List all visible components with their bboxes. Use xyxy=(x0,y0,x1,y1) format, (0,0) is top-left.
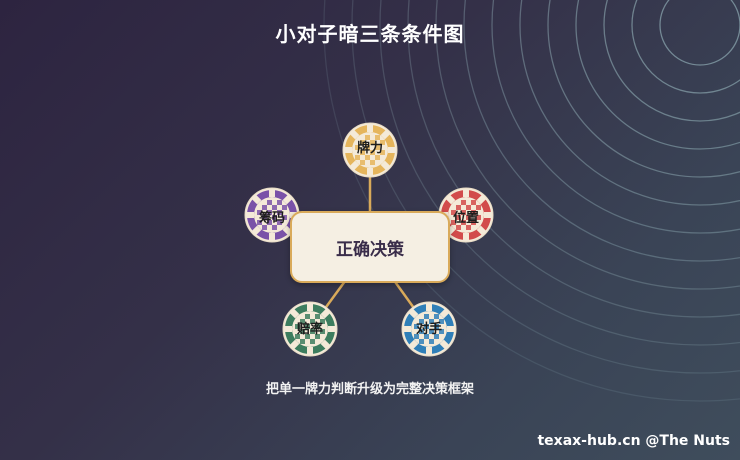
chip-label-chips: 筹码 xyxy=(258,211,285,226)
poker-chip-opponent xyxy=(401,301,457,357)
center-node-label: 正确决策 xyxy=(336,239,404,260)
background-ring xyxy=(491,0,740,234)
chip-label-odds: 赔率 xyxy=(296,322,323,337)
center-node: 正确决策 xyxy=(290,211,450,283)
background-ring xyxy=(463,0,740,262)
background-ring xyxy=(547,0,740,178)
poker-chip-hand-strength xyxy=(342,122,398,178)
chip-label-position: 位置 xyxy=(452,211,479,226)
poker-chip-odds xyxy=(282,301,338,357)
chip-label-opponent: 对手 xyxy=(415,322,442,337)
poker-chip-chips xyxy=(244,187,300,243)
watermark: texax-hub.cn @The Nuts xyxy=(537,433,730,449)
diagram-subtitle: 把单一牌力判断升级为完整决策框架 xyxy=(265,382,474,397)
chip-label-hand-strength: 牌力 xyxy=(356,141,383,156)
background-ring xyxy=(407,0,740,318)
background-ring xyxy=(379,0,740,346)
diagram-title: 小对子暗三条条件图 xyxy=(275,22,465,46)
background-ring xyxy=(519,0,740,206)
background-ring xyxy=(323,0,740,402)
background-ring xyxy=(603,0,740,122)
background-ring xyxy=(659,0,740,66)
background-ring xyxy=(435,0,740,290)
background-ring xyxy=(575,0,740,150)
poker-chip-position xyxy=(438,187,494,243)
background-ring xyxy=(631,0,740,94)
background-ring xyxy=(351,0,740,374)
